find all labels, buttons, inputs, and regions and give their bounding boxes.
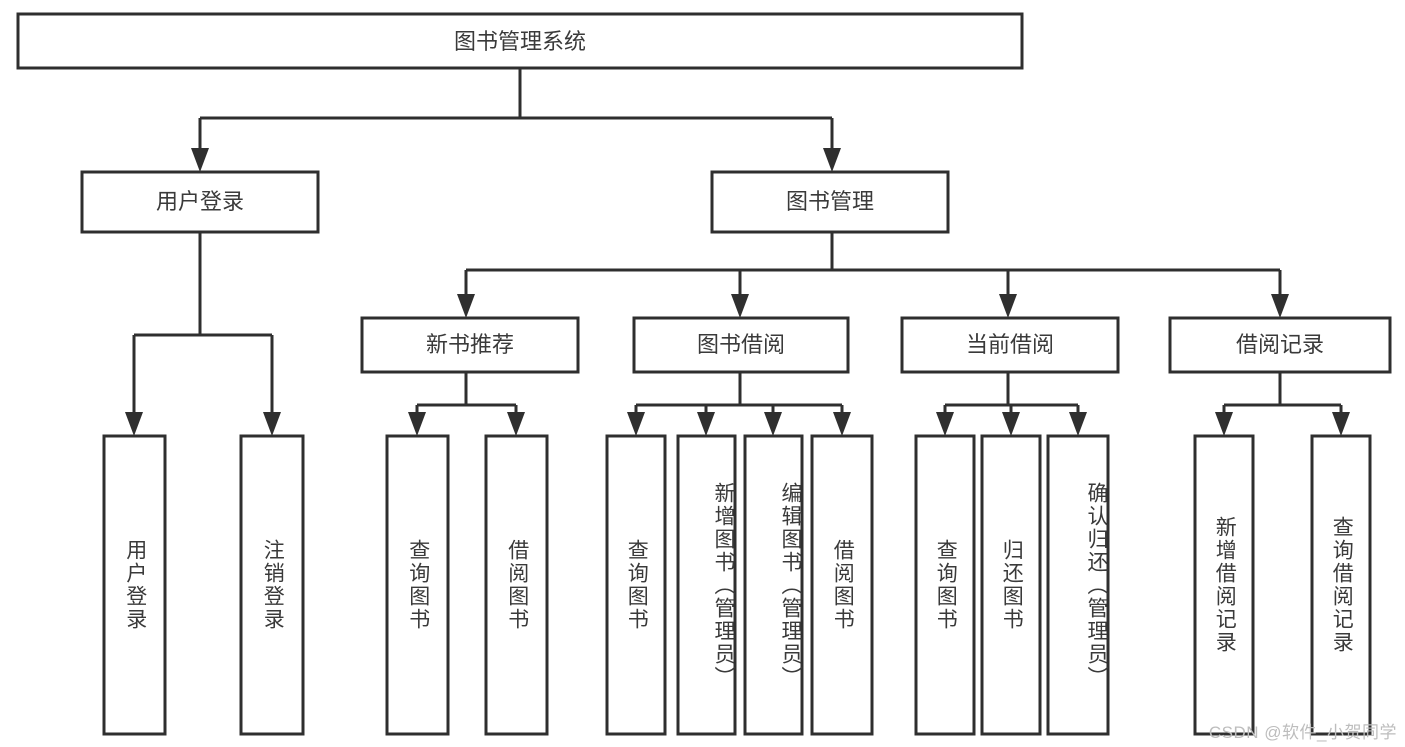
node-leaf-book-borrow-3[interactable] <box>743 434 804 736</box>
node-user-login-label: 用户登录 <box>156 189 244 214</box>
arrow-book-borrow-leaf4 <box>833 412 851 436</box>
node-leaf-current-borrow-3[interactable] <box>1046 434 1110 736</box>
node-leaf-user-login-1[interactable] <box>102 434 167 736</box>
node-user-login[interactable] <box>80 170 320 234</box>
arrow-user-login-leaf2 <box>263 412 281 436</box>
arrow-book-borrow-leaf1 <box>627 412 645 436</box>
node-root[interactable] <box>16 12 1024 70</box>
arrow-to-book-borrow <box>731 294 749 318</box>
arrow-user-login-leaf1 <box>125 412 143 436</box>
node-book-borrow-label: 图书借阅 <box>697 332 785 357</box>
node-leaf-current-borrow-1[interactable] <box>914 434 976 736</box>
node-leaf-new-book-2[interactable] <box>484 434 549 736</box>
nodes-layer <box>16 12 1392 736</box>
arrow-current-borrow-leaf2 <box>1002 412 1020 436</box>
arrow-to-borrow-records <box>1271 294 1289 318</box>
node-current-borrow-label: 当前借阅 <box>966 332 1054 357</box>
arrow-to-current-borrow <box>999 294 1017 318</box>
arrow-new-book-leaf1 <box>408 412 426 436</box>
arrow-to-book-mgmt <box>823 148 841 172</box>
edges-layer <box>125 68 1350 436</box>
node-new-book-recommend[interactable] <box>360 316 580 374</box>
node-leaf-borrow-records-1[interactable] <box>1193 434 1255 736</box>
arrow-new-book-leaf2 <box>507 412 525 436</box>
arrow-borrow-records-leaf2 <box>1332 412 1350 436</box>
arrow-book-borrow-leaf2 <box>697 412 715 436</box>
node-leaf-book-borrow-2[interactable] <box>676 434 737 736</box>
node-leaf-book-borrow-4[interactable] <box>810 434 874 736</box>
arrow-current-borrow-leaf1 <box>936 412 954 436</box>
node-borrow-records[interactable] <box>1168 316 1392 374</box>
node-leaf-book-borrow-1[interactable] <box>605 434 667 736</box>
arrow-to-new-book <box>457 294 475 318</box>
node-leaf-borrow-records-2[interactable] <box>1310 434 1372 736</box>
horizontal-labels-layer: 图书管理系统 用户登录 图书管理 新书推荐 图书借阅 当前借阅 借阅记录 <box>156 29 1324 357</box>
arrow-current-borrow-leaf3 <box>1069 412 1087 436</box>
node-root-label: 图书管理系统 <box>454 29 586 54</box>
node-book-management-label: 图书管理 <box>786 189 874 214</box>
node-leaf-user-login-2[interactable] <box>239 434 305 736</box>
node-leaf-current-borrow-2[interactable] <box>980 434 1042 736</box>
node-current-borrow[interactable] <box>900 316 1120 374</box>
node-book-borrow[interactable] <box>632 316 850 374</box>
node-leaf-new-book-1[interactable] <box>385 434 450 736</box>
node-borrow-records-label: 借阅记录 <box>1236 332 1324 357</box>
arrow-to-user-login <box>191 148 209 172</box>
arrow-book-borrow-leaf3 <box>764 412 782 436</box>
node-book-management[interactable] <box>710 170 950 234</box>
node-new-book-recommend-label: 新书推荐 <box>426 332 514 357</box>
arrow-borrow-records-leaf1 <box>1215 412 1233 436</box>
csdn-watermark: CSDN @软件_小贺同学 <box>1208 723 1397 742</box>
